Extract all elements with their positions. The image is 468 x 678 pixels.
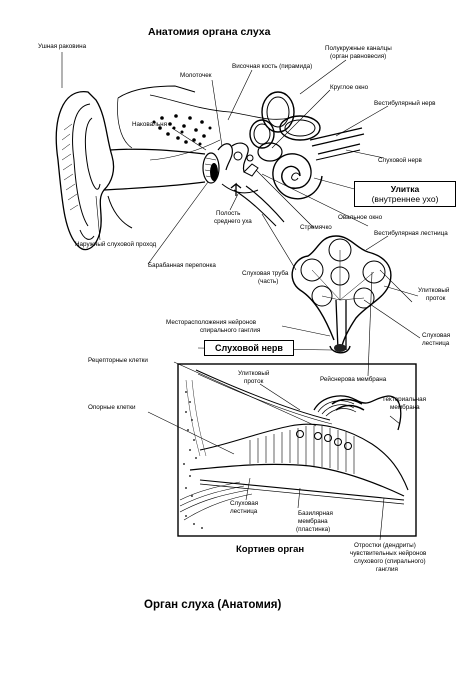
label-cochlear-nerve-small: Слуховой нерв [378, 157, 422, 164]
label-dendrites-4: ганглия [376, 566, 398, 573]
label-receptor-cells: Рецепторные клетки [88, 357, 148, 364]
label-basilar-2: мембрана [298, 518, 328, 525]
label-eustachian-1: Слуховая труба [242, 270, 289, 277]
vestibular-nerve [309, 127, 363, 141]
label-temporal-bone: Височная кость (пирамида) [232, 63, 313, 70]
label-eustachian-2: (часть) [258, 278, 279, 285]
label-cochlear-duct-r1: Улитковый [418, 287, 450, 294]
label-round-window: Круглое окно [330, 84, 369, 91]
semicircular-canal-1 [261, 91, 295, 133]
label-oval-window: Овальное окно [338, 214, 383, 221]
label-reissner: Рейснерова мембрана [320, 376, 387, 383]
label-tympanic-scala-b1: Слуховая [230, 500, 259, 507]
ear-canal-lower [103, 181, 206, 191]
cochlear-nerve [317, 143, 361, 155]
label-malleus: Молоточек [180, 72, 212, 79]
semicircular-canal-3 [249, 119, 275, 149]
label-tympanic-scala-b2: лестница [230, 508, 258, 515]
label-tectorial-2: мембрана [390, 404, 420, 411]
organ-of-corti-title: Кортиев орган [236, 544, 305, 555]
diagram-title: Анатомия органа слуха [148, 26, 271, 38]
label-dendrites-2: чувствительных нейронов [350, 550, 427, 557]
label-dendrites-1: Отростки (дендриты) [354, 542, 416, 549]
stapes [243, 163, 259, 177]
tectorial-membrane [313, 395, 402, 431]
auricle-outline [55, 91, 115, 251]
label-auricle: Ушная раковина [38, 43, 87, 50]
label-stapes: Стремячко [300, 224, 332, 231]
label-tympanic-scala-r1: Слуховая [422, 332, 451, 339]
label-basilar-3: (пластинка) [296, 526, 331, 533]
cochlea-spiral [272, 153, 323, 200]
malleus [217, 143, 233, 171]
label-semicircular-2: (орган равновесия) [330, 53, 387, 60]
label-incus: Наковальня [132, 121, 167, 128]
label-middle-ear-2: среднего уха [214, 218, 252, 225]
cochlea-box: Улитка (внутреннее ухо) [354, 181, 456, 207]
label-tympanic-scala-r2: лестница [422, 340, 450, 347]
label-dendrites-3: слухового (спирального) [354, 558, 426, 565]
cochlea-cross-section [291, 235, 392, 354]
label-cochlear-duct-mid-1: Улитковый [238, 370, 270, 377]
incus [231, 142, 249, 173]
label-ear-canal: Наружный слуховой проход [75, 241, 157, 248]
label-ganglion-1: Месторасположения нейронов [166, 319, 257, 326]
label-tectorial-1: Текториальная [382, 396, 427, 403]
label-ganglion-2: спирального ганглия [200, 327, 261, 334]
tympanic-membrane [202, 152, 220, 184]
label-middle-ear-1: Полость [216, 210, 241, 217]
ear-canal-upper [109, 148, 206, 155]
figure-caption: Орган слуха (Анатомия) [144, 599, 282, 611]
label-basilar-1: Базилярная [298, 510, 333, 517]
label-cochlea-2: (внутреннее ухо) [371, 194, 439, 204]
label-cochlea-1: Улитка [390, 184, 420, 194]
organ-of-corti-frame [177, 363, 417, 537]
label-vestibular-scala: Вестибулярная лестница [374, 230, 448, 237]
label-cochlear-duct-r2: проток [426, 295, 446, 302]
label-cochlear-duct-mid-2: проток [244, 378, 264, 385]
label-cochlear-nerve-box: Слуховой нерв [204, 340, 294, 356]
label-tympanic-membrane: Барабанная перепонка [148, 262, 216, 269]
label-support-cells: Опорные клетки [88, 404, 136, 411]
label-semicircular-1: Полукружные каналцы [325, 45, 392, 52]
auricle-inner-fold [72, 103, 91, 227]
label-vestibular-nerve: Вестибулярный нерв [374, 100, 436, 107]
semicircular-canal-2 [279, 115, 321, 141]
eustachian-tube [233, 189, 277, 227]
